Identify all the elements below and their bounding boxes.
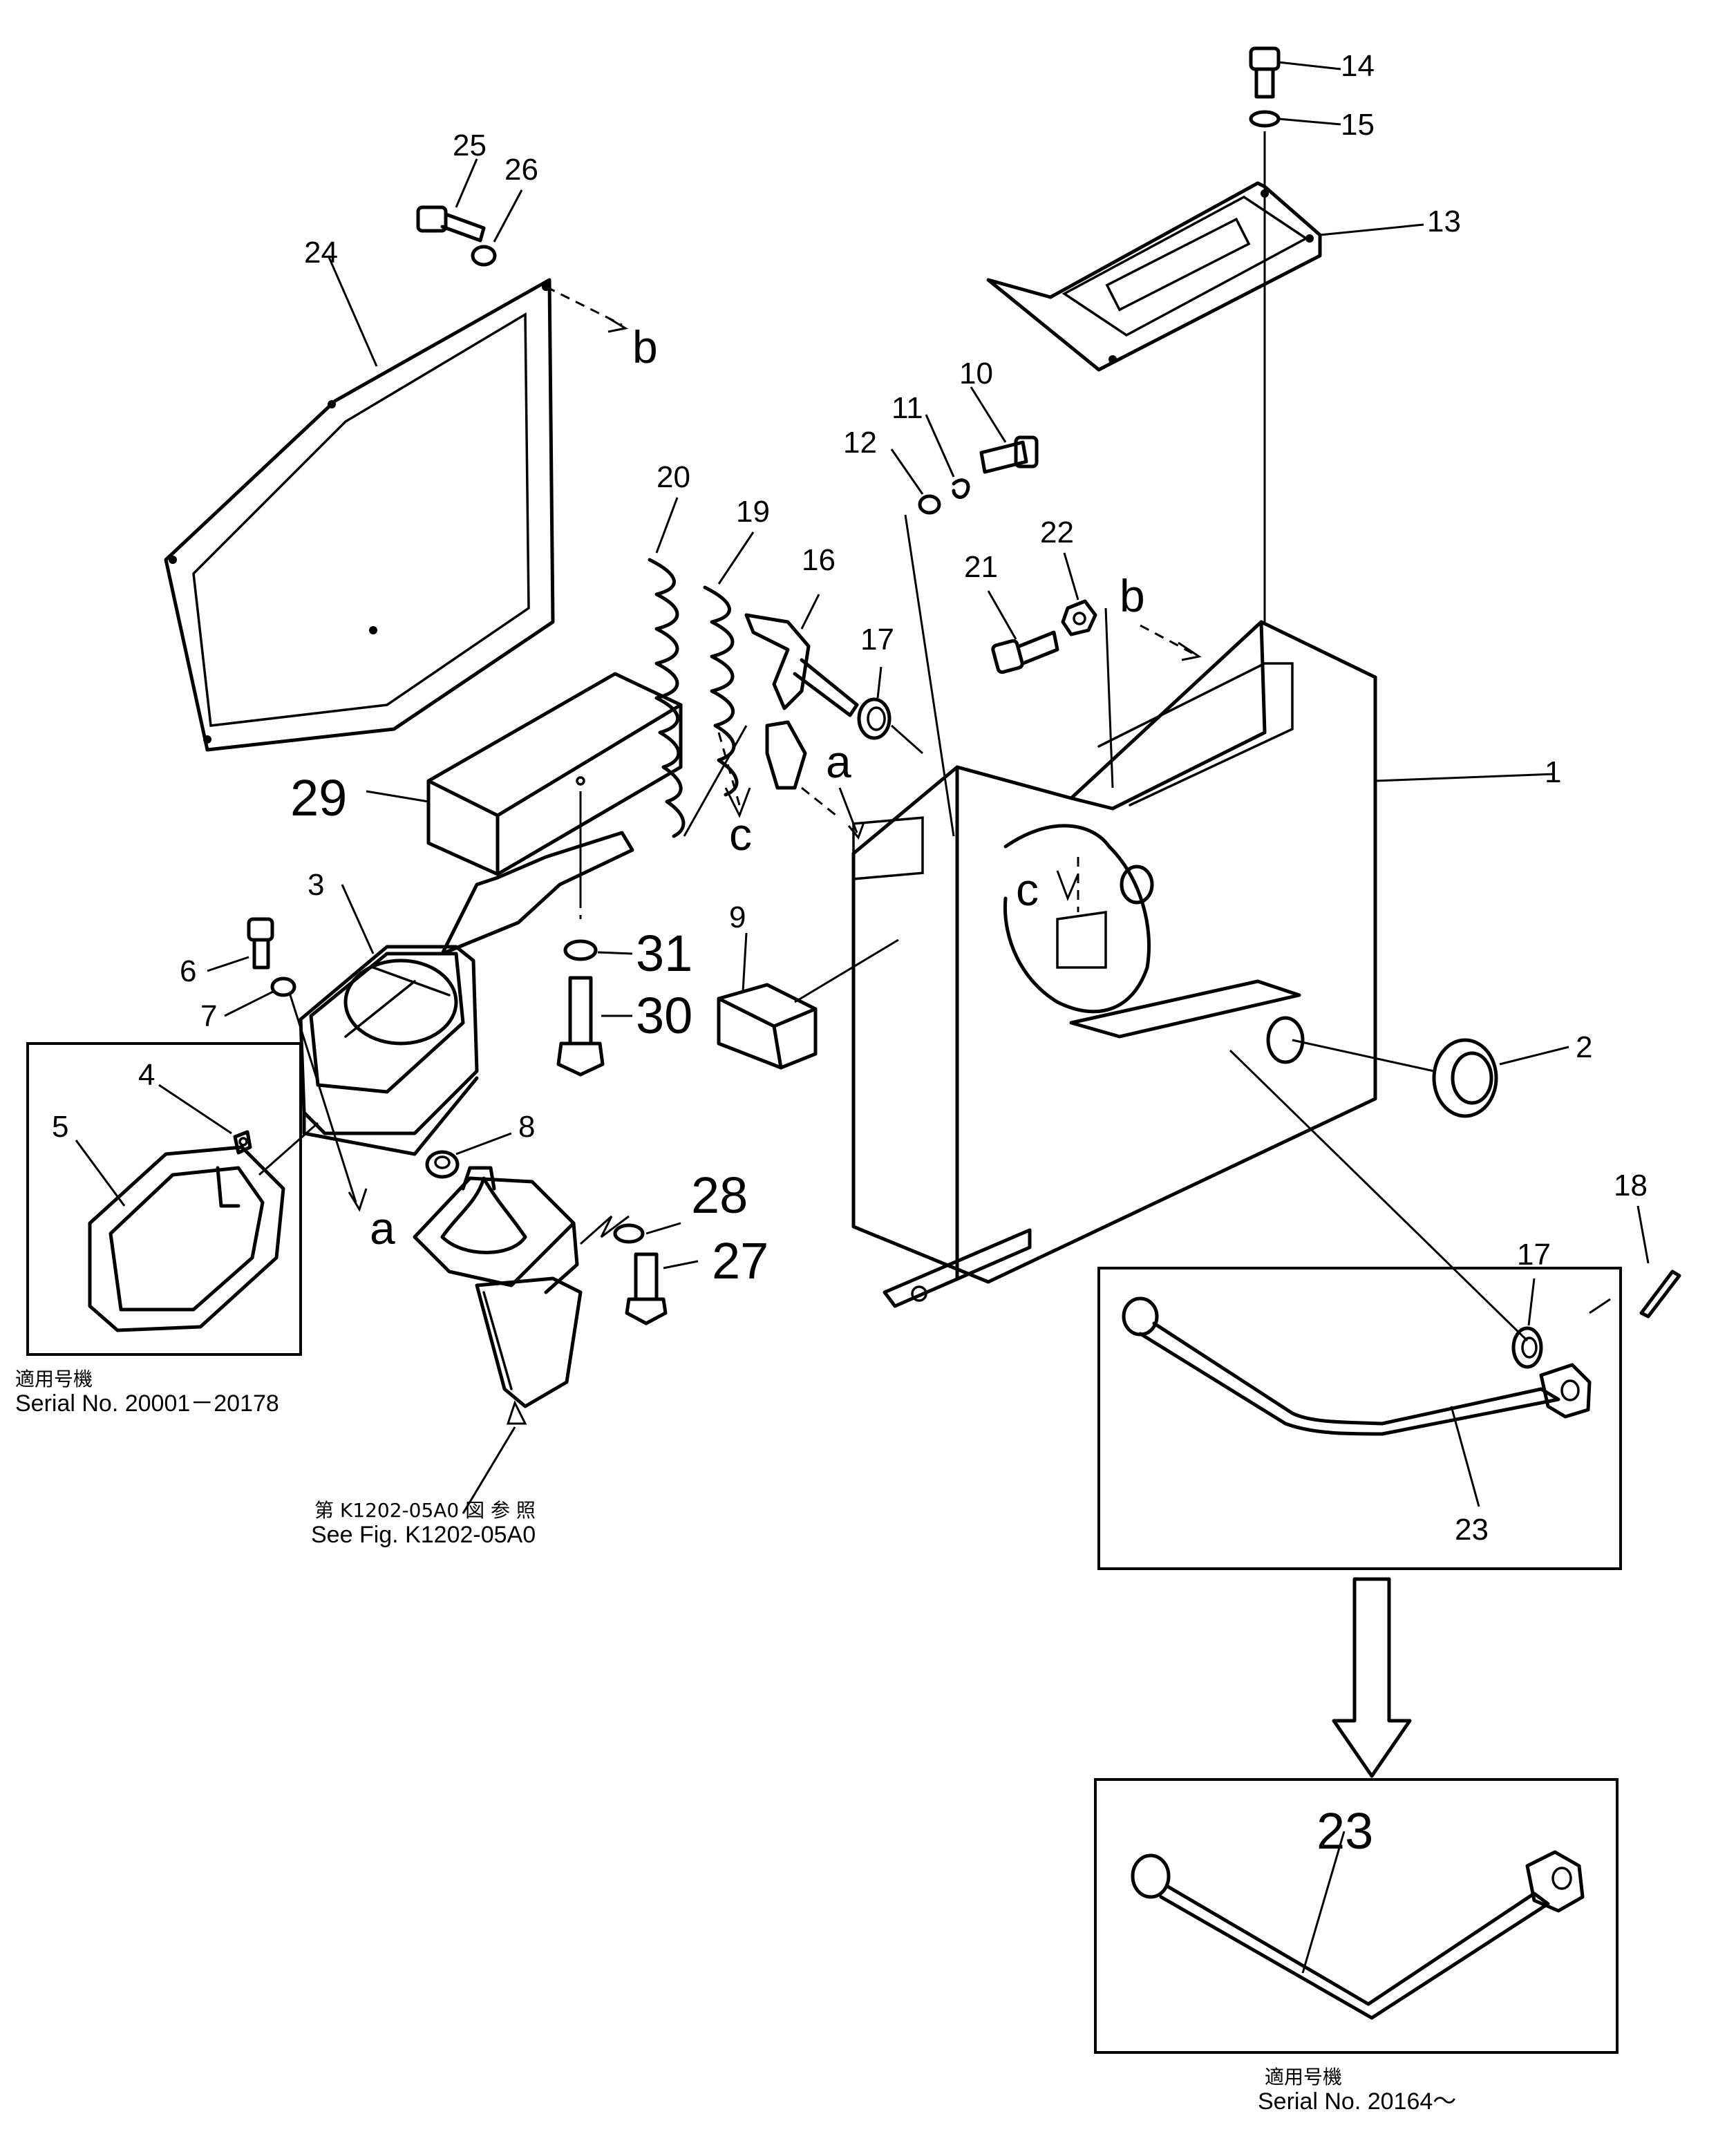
part-labels: 1 2 3 4 5 6 7 8 9 10 11 12 13 14 15 16 1… — [52, 49, 1648, 1860]
ref-a-upper: a — [826, 736, 851, 787]
lever-inset-lower-box — [1094, 1778, 1619, 2054]
ref-b-right: b — [1120, 570, 1145, 621]
ref-c-left: c — [729, 809, 752, 860]
label-23-upper: 23 — [1455, 1513, 1489, 1547]
pin-part-18 — [1589, 1205, 1681, 1319]
label-20: 20 — [657, 460, 690, 494]
bolt-part-27 — [625, 1252, 699, 1325]
nut-part-22 — [1061, 552, 1114, 789]
serial-note-left: 適用号機 Serial No. 20001－20178 — [15, 1368, 279, 1417]
label-29: 29 — [290, 769, 347, 827]
serial-note-left-text: Serial No. 20001－20178 — [15, 1390, 279, 1417]
switch-part-9 — [717, 932, 899, 1070]
label-3: 3 — [308, 868, 324, 902]
lever-part-small — [765, 720, 837, 817]
control-valve-assembly — [413, 1166, 630, 1514]
pad-part-29 — [366, 672, 683, 876]
serial-note-right-jp: 適用号機 — [1265, 2066, 1342, 2088]
bolt-part-10 — [970, 386, 1039, 474]
label-12: 12 — [843, 426, 877, 460]
down-arrow — [1332, 1577, 1412, 1778]
label-9: 9 — [729, 900, 746, 934]
label-22: 22 — [1040, 516, 1074, 549]
label-17-upper: 17 — [860, 623, 894, 657]
label-11: 11 — [891, 391, 923, 425]
lever-inset-upper-box — [1097, 1267, 1622, 1570]
cover-panel-part-24 — [164, 255, 629, 752]
label-28: 28 — [691, 1167, 748, 1224]
label-17-lower: 17 — [1517, 1238, 1551, 1272]
lever-bracket-part-16 — [744, 594, 859, 717]
label-4: 4 — [138, 1058, 155, 1092]
spring-part-20 — [648, 497, 686, 838]
serial-note-left-jp: 適用号機 — [15, 1368, 93, 1390]
label-14: 14 — [1341, 49, 1375, 83]
grommet-part-2 — [1292, 1038, 1569, 1118]
lockwasher-part-11 — [925, 414, 970, 499]
grommet-part-8 — [425, 1132, 512, 1179]
label-15: 15 — [1341, 108, 1375, 142]
figure-reference-text: See Fig. K1202-05A0 — [311, 1522, 536, 1548]
bushing-part-17-upper — [857, 666, 923, 755]
boot-mount-part-3 — [299, 791, 634, 1156]
label-31: 31 — [636, 925, 692, 982]
screw-part-4 — [158, 1084, 319, 1176]
label-2: 2 — [1576, 1030, 1592, 1064]
label-5: 5 — [52, 1110, 68, 1144]
washer-part-12 — [890, 448, 955, 837]
cover-part-5 — [75, 1140, 285, 1332]
figure-reference-note: 第 K1202-05A0 図 参 照 See Fig. K1202-05A0 — [311, 1499, 536, 1548]
bushing-part-17-lower — [1511, 1278, 1543, 1369]
label-10: 10 — [959, 357, 993, 390]
label-8: 8 — [518, 1110, 535, 1144]
serial-note-right: 適用号機 Serial No. 20164～ — [1258, 2066, 1456, 2115]
bolt-part-14 — [1249, 46, 1341, 99]
label-19: 19 — [736, 495, 770, 529]
bolt-part-6 — [207, 917, 274, 972]
washer-part-28 — [613, 1222, 681, 1244]
label-21: 21 — [964, 550, 998, 584]
console-box-part-1 — [851, 620, 1556, 1308]
top-plate-part-13 — [986, 131, 1424, 622]
label-25: 25 — [453, 129, 487, 162]
washer-part-15 — [1249, 110, 1341, 128]
label-23-lower: 23 — [1317, 1802, 1373, 1860]
lever-part-23-lower — [1131, 1831, 1585, 2020]
reference-letters: a a b b c c — [370, 321, 1145, 1254]
bolt-part-30 — [556, 976, 632, 1077]
figure-reference-jp: 第 K1202-05A0 図 参 照 — [314, 1499, 536, 1522]
label-6: 6 — [180, 954, 196, 988]
lever-leader-to-console — [1229, 1049, 1529, 1342]
ref-c-right: c — [1016, 864, 1039, 915]
label-13: 13 — [1427, 205, 1461, 238]
serial-inset-left-box — [26, 1042, 302, 1356]
washer-part-26 — [471, 189, 523, 267]
label-30: 30 — [636, 987, 692, 1044]
label-26: 26 — [504, 153, 538, 187]
spring-part-19 — [683, 531, 755, 837]
reference-arrows — [838, 624, 1202, 902]
label-16: 16 — [802, 543, 836, 577]
washer-part-7 — [224, 976, 368, 1212]
ref-b-left: b — [632, 321, 658, 372]
bolt-part-25 — [416, 158, 486, 243]
washer-part-31 — [563, 939, 633, 961]
label-24: 24 — [304, 236, 338, 270]
serial-note-right-text: Serial No. 20164～ — [1258, 2088, 1456, 2115]
lever-part-23-upper — [1122, 1296, 1592, 1507]
label-27: 27 — [712, 1232, 768, 1290]
label-1: 1 — [1545, 755, 1561, 789]
label-18: 18 — [1614, 1169, 1648, 1202]
label-7: 7 — [200, 999, 217, 1033]
bolt-part-21 — [987, 590, 1059, 674]
ref-a-lower: a — [370, 1202, 395, 1254]
